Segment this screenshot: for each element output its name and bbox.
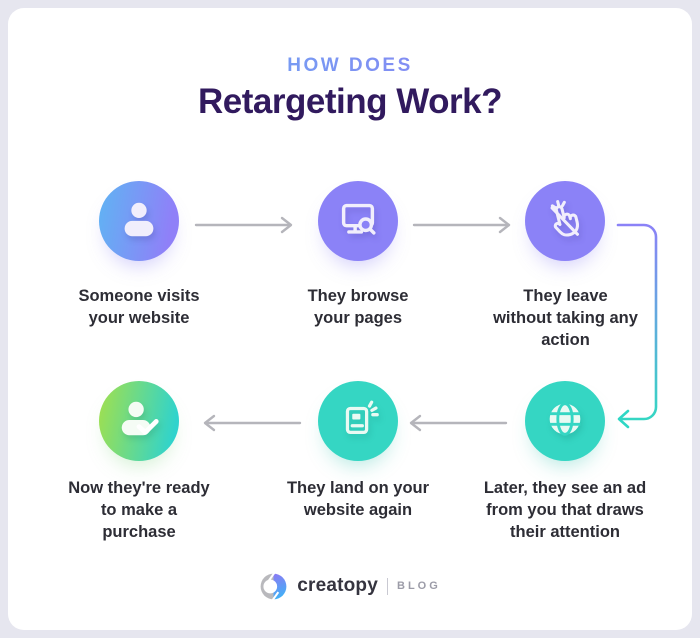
arrow-right-1	[194, 216, 293, 234]
step-label-leave: They leave without taking any action	[493, 287, 638, 349]
step-label-purchase: Now they're ready to make a purchase	[68, 479, 210, 541]
creatopy-logo-icon	[259, 571, 288, 601]
step-circle-visit	[99, 181, 179, 261]
step-label-land-again: They land on your website again	[286, 479, 430, 519]
step-circle-leave	[525, 181, 605, 261]
ad-page-icon	[335, 396, 381, 447]
infographic-card: HOW DOES Retargeting Work?	[8, 8, 692, 630]
step-label-visit: Someone visits your website	[78, 287, 200, 327]
arrow-left-1	[409, 414, 508, 432]
no-click-hand-icon	[542, 196, 588, 247]
step-circle-see-ad	[525, 381, 605, 461]
kicker-text: HOW DOES	[8, 55, 692, 77]
monitor-search-icon	[335, 196, 381, 247]
step-circle-browse	[318, 181, 398, 261]
step-circle-land-again	[318, 381, 398, 461]
connector-arrow-down	[616, 223, 658, 429]
arrow-right-2	[412, 216, 511, 234]
brand-name: creatopy	[297, 575, 379, 596]
step-label-browse: They browse your pages	[307, 287, 409, 327]
brand-divider	[387, 577, 389, 595]
page-title: Retargeting Work?	[198, 82, 502, 121]
arrow-left-2	[203, 414, 302, 432]
globe-icon	[542, 396, 588, 447]
footer-brand: creatopy BLOG	[8, 569, 692, 603]
brand-suffix: BLOG	[397, 580, 441, 592]
person-icon	[116, 196, 162, 247]
step-circle-purchase	[99, 381, 179, 461]
person-check-icon	[116, 396, 162, 447]
step-label-see-ad: Later, they see an ad from you that draw…	[483, 479, 647, 541]
